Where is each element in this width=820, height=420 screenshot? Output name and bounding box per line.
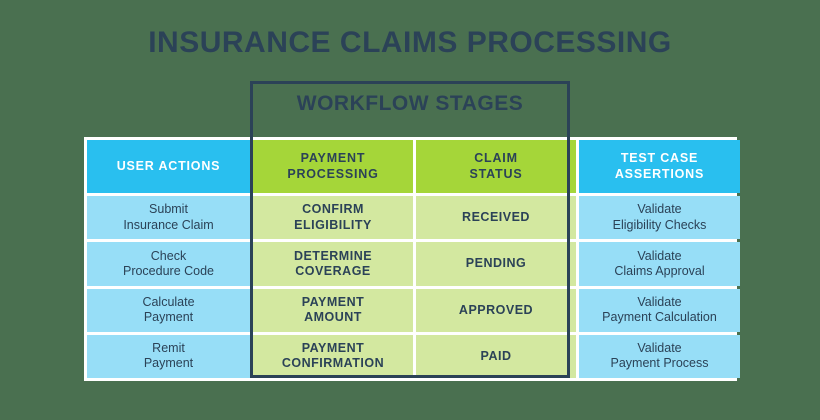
cell-payment-processing-text: PAYMENT AMOUNT bbox=[301, 294, 365, 325]
cell-claim-status: PAID bbox=[416, 334, 576, 378]
cell-test-case-assertion-text: Validate Claims Approval bbox=[614, 248, 705, 278]
cell-user-action: Check Procedure Code bbox=[87, 242, 250, 286]
claims-processing-matrix: USER ACTIONS PAYMENT PROCESSING CLAIM ST… bbox=[84, 137, 740, 381]
column-header-claim-status: CLAIM STATUS bbox=[416, 140, 576, 193]
cell-test-case-assertion-text: Validate Eligibility Checks bbox=[612, 202, 707, 232]
cell-user-action-text: Remit Payment bbox=[143, 341, 194, 371]
cell-payment-processing: PAYMENT AMOUNT bbox=[253, 288, 413, 332]
cell-user-action-text: Calculate Payment bbox=[142, 294, 195, 325]
cell-user-action-text: Check Procedure Code bbox=[122, 248, 215, 278]
cell-payment-processing-text: DETERMINE COVERAGE bbox=[293, 248, 373, 278]
column-header-user-actions: USER ACTIONS bbox=[87, 140, 250, 193]
cell-claim-status-text: PAID bbox=[480, 348, 512, 363]
cell-test-case-assertion-text: Validate Payment Process bbox=[610, 341, 709, 371]
cell-claim-status-text: PENDING bbox=[465, 256, 527, 271]
page-title: INSURANCE CLAIMS PROCESSING bbox=[148, 26, 672, 59]
cell-payment-processing-text: CONFIRM ELIGIBILITY bbox=[294, 202, 372, 232]
cell-payment-processing-text: PAYMENT CONFIRMATION bbox=[281, 341, 385, 371]
cell-test-case-assertion: Validate Eligibility Checks bbox=[579, 196, 740, 240]
cell-test-case-assertion: Validate Payment Process bbox=[579, 334, 740, 378]
column-header-payment-processing-label: PAYMENT PROCESSING bbox=[287, 151, 379, 181]
column-header-test-case-assertions-label: TEST CASE ASSERTIONS bbox=[614, 151, 705, 181]
cell-user-action: Remit Payment bbox=[87, 334, 250, 378]
cell-claim-status: RECEIVED bbox=[416, 196, 576, 240]
table-row: Calculate Payment PAYMENT AMOUNT APPROVE… bbox=[87, 288, 740, 332]
cell-test-case-assertion: Validate Payment Calculation bbox=[579, 288, 740, 332]
cell-payment-processing: PAYMENT CONFIRMATION bbox=[253, 334, 413, 378]
cell-claim-status: APPROVED bbox=[416, 288, 576, 332]
cell-claim-status-text: RECEIVED bbox=[462, 210, 530, 224]
cell-test-case-assertion-text: Validate Payment Calculation bbox=[602, 294, 717, 325]
cell-test-case-assertion: Validate Claims Approval bbox=[579, 242, 740, 286]
table-row: Submit Insurance Claim CONFIRM ELIGIBILI… bbox=[87, 196, 740, 240]
workflow-stages-label: WORKFLOW STAGES bbox=[296, 92, 524, 115]
cell-user-action-text: Submit Insurance Claim bbox=[123, 202, 214, 232]
cell-user-action: Submit Insurance Claim bbox=[87, 196, 250, 240]
column-header-test-case-assertions: TEST CASE ASSERTIONS bbox=[579, 140, 740, 193]
cell-claim-status: PENDING bbox=[416, 242, 576, 286]
cell-payment-processing: DETERMINE COVERAGE bbox=[253, 242, 413, 286]
column-header-claim-status-label: CLAIM STATUS bbox=[469, 151, 523, 181]
table-row: Check Procedure Code DETERMINE COVERAGE … bbox=[87, 242, 740, 286]
table-header-row: USER ACTIONS PAYMENT PROCESSING CLAIM ST… bbox=[87, 140, 740, 193]
column-header-user-actions-label: USER ACTIONS bbox=[116, 158, 221, 173]
table-row: Remit Payment PAYMENT CONFIRMATION PAID … bbox=[87, 334, 740, 378]
cell-payment-processing: CONFIRM ELIGIBILITY bbox=[253, 196, 413, 240]
cell-claim-status-text: APPROVED bbox=[458, 302, 534, 317]
cell-user-action: Calculate Payment bbox=[87, 288, 250, 332]
column-header-payment-processing: PAYMENT PROCESSING bbox=[253, 140, 413, 193]
